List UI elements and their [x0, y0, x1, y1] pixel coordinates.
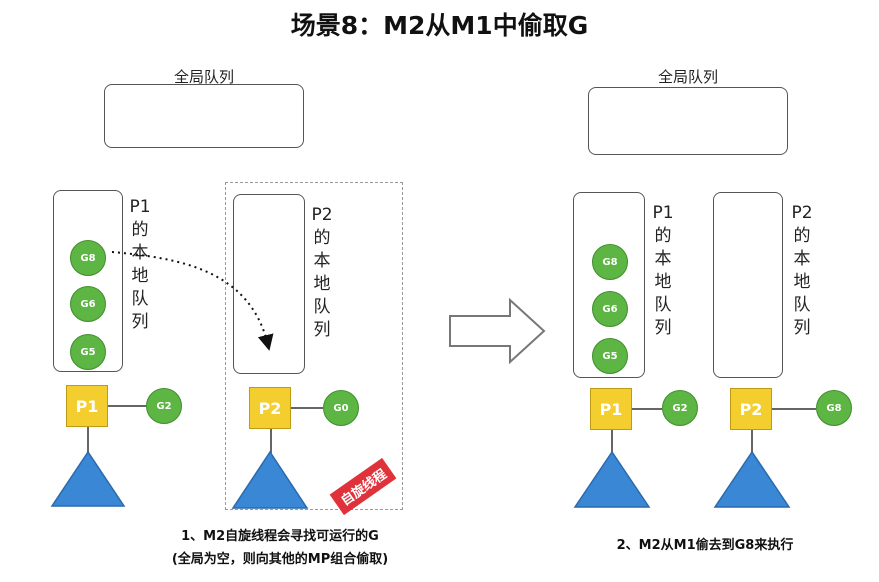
goroutine-g2-right: G2 — [662, 390, 698, 426]
processor-p2-left: P2 — [249, 387, 291, 429]
p2-m2-link-left — [270, 429, 272, 453]
goroutine-g0-left: G0 — [323, 390, 359, 426]
machine-m1-label-right: M1 — [601, 480, 623, 494]
machine-m2-label-right: M2 — [741, 480, 763, 494]
p2-local-queue-left — [233, 194, 305, 374]
p2-m2-link-right — [751, 430, 753, 454]
global-queue-left — [104, 84, 304, 148]
goroutine-g6-right: G6 — [592, 291, 628, 327]
p2-g0-link-left — [291, 407, 323, 409]
caption-step1-line2: (全局为空，则向其他的MP组合偷取) — [171, 552, 389, 567]
processor-p2-right: P2 — [730, 388, 772, 430]
goroutine-g5-right: G5 — [592, 338, 628, 374]
goroutine-g5-left: G5 — [70, 334, 106, 370]
transition-arrow — [449, 297, 546, 365]
machine-m1-label-left: M1 — [77, 478, 99, 492]
p2-g8-link-right — [772, 408, 816, 410]
spin-thread-frame — [225, 182, 403, 510]
global-queue-label-right: 全局队列 — [657, 68, 718, 86]
page-title: 场景8：M2从M1中偷取G — [290, 11, 589, 40]
goroutine-g8-running-right: G8 — [816, 390, 852, 426]
goroutine-g8-left: G8 — [70, 240, 106, 276]
processor-p1-right: P1 — [590, 388, 632, 430]
p1-m1-link-left — [87, 427, 89, 453]
p1-g2-link-right — [632, 408, 662, 410]
p1-g2-link-left — [108, 405, 146, 407]
p2-local-queue-right — [713, 192, 783, 378]
goroutine-g6-left: G6 — [70, 286, 106, 322]
goroutine-g8-right: G8 — [592, 244, 628, 280]
goroutine-g2-left: G2 — [146, 388, 182, 424]
global-queue-right — [588, 87, 788, 155]
global-queue-label-left: 全局队列 — [173, 68, 234, 86]
caption-step1-line1: 1、M2自旋线程会寻找可运行的G — [181, 529, 379, 544]
processor-p1-left: P1 — [66, 385, 108, 427]
machine-m2-label-left: M2 — [259, 481, 281, 495]
p1-m1-link-right — [611, 430, 613, 454]
caption-step2: 2、M2从M1偷去到G8来执行 — [616, 538, 794, 553]
